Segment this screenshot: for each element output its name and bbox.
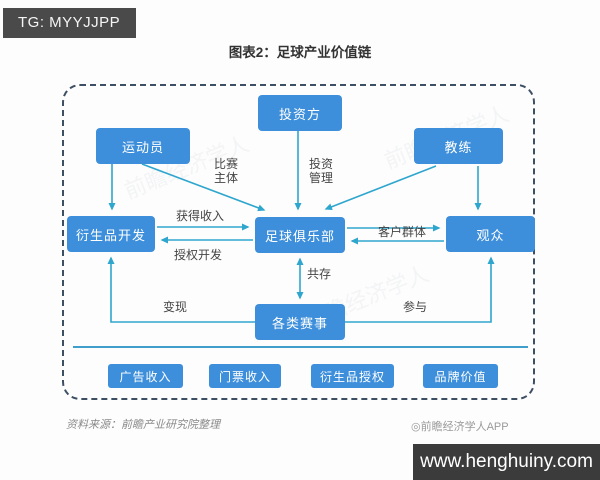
site-watermark-banner: www.henghuiny.com [413,444,600,480]
edge-label-coexist: 共存 [307,267,332,281]
edge-label-licensed-development: 授权开发 [174,248,223,262]
node-events: 各类赛事 [255,304,345,340]
node-audience: 观众 [446,216,535,252]
app-credit: ◎前瞻经济学人APP [411,421,509,433]
value-chip-derivative-licensing: 衍生品授权 [311,364,394,388]
value-divider-line [73,346,528,348]
data-source-note: 资料来源：前瞻产业研究院整理 [66,419,220,431]
figure-title: 图表2：足球产业价值链 [228,45,372,60]
node-investor: 投资方 [258,95,342,131]
edge-label-match-subject: 比赛主体 [214,157,239,185]
value-chip-brand-value: 品牌价值 [423,364,498,388]
edge-label-customer-group: 客户群体 [378,225,427,239]
value-chip-ticket-revenue: 门票收入 [209,364,281,388]
node-athlete: 运动员 [96,128,190,164]
edge-label-investment-management: 投资管理 [309,157,334,185]
node-football-club: 足球俱乐部 [255,217,345,253]
tg-watermark-banner: TG: MYYJJPP [3,8,136,38]
edge-label-monetize: 变现 [163,300,188,314]
edge-label-gain-income: 获得收入 [176,209,225,223]
edge-label-participate: 参与 [403,300,428,314]
node-coach: 教练 [414,128,503,164]
node-derivatives-development: 衍生品开发 [67,216,155,252]
value-chip-ad-revenue: 广告收入 [108,364,183,388]
